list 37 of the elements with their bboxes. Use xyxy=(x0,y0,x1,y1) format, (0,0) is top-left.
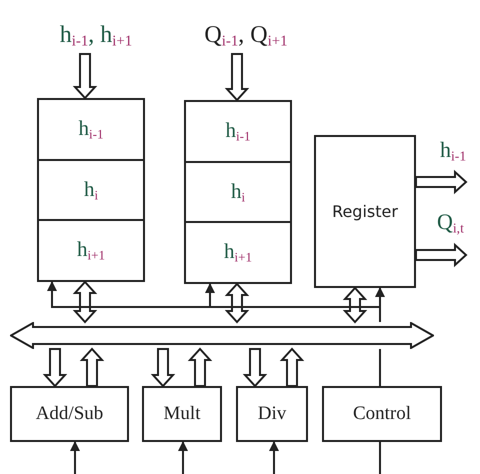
edge-label: Q$_{i,t}$ xyxy=(437,210,464,236)
hollow-arrow xyxy=(188,348,212,387)
memory-block xyxy=(37,98,145,282)
input-label: h$_{i-1}$, h$_{i+1}$ xyxy=(44,18,148,54)
memory-cell: h$_{i-1}$ xyxy=(186,102,290,163)
connector-line xyxy=(379,349,381,386)
hollow-arrow xyxy=(280,348,304,387)
hollow-arrow xyxy=(415,242,468,268)
input-label: Q$_{i-1}$, Q$_{i+1}$ xyxy=(184,18,308,54)
unit-box: Add/Sub xyxy=(10,386,129,442)
hollow-arrow xyxy=(42,348,68,388)
hollow-arrow xyxy=(72,280,98,324)
arrow xyxy=(375,287,385,322)
control-box: Control xyxy=(322,386,442,442)
hollow-arrow xyxy=(150,348,176,388)
arrow xyxy=(178,441,188,474)
memory-cell: h$_{i-1}$ xyxy=(39,100,143,161)
arrow xyxy=(70,441,80,474)
hollow-arrow xyxy=(224,53,250,102)
memory-cell: h$_{i}$ xyxy=(39,161,143,221)
hollow-arrow xyxy=(80,348,104,387)
memory-block xyxy=(184,100,292,284)
memory-cell: h$_{i}$ xyxy=(186,163,290,223)
memory-cell: h$_{i+1}$ xyxy=(39,221,143,280)
register-box: Register xyxy=(314,135,416,288)
unit-box: Div xyxy=(236,386,308,442)
hollow-arrow xyxy=(72,53,98,100)
hollow-arrow xyxy=(242,348,268,388)
data-bus xyxy=(10,322,434,349)
hollow-arrow xyxy=(342,286,368,324)
unit-box: Mult xyxy=(142,386,222,442)
arrow xyxy=(269,441,279,474)
hollow-arrow xyxy=(224,282,250,324)
memory-cell: h$_{i+1}$ xyxy=(186,223,290,282)
edge-label: h$_{i-1}$ xyxy=(440,138,466,164)
connector-line xyxy=(379,442,381,474)
hollow-arrow xyxy=(415,170,468,194)
